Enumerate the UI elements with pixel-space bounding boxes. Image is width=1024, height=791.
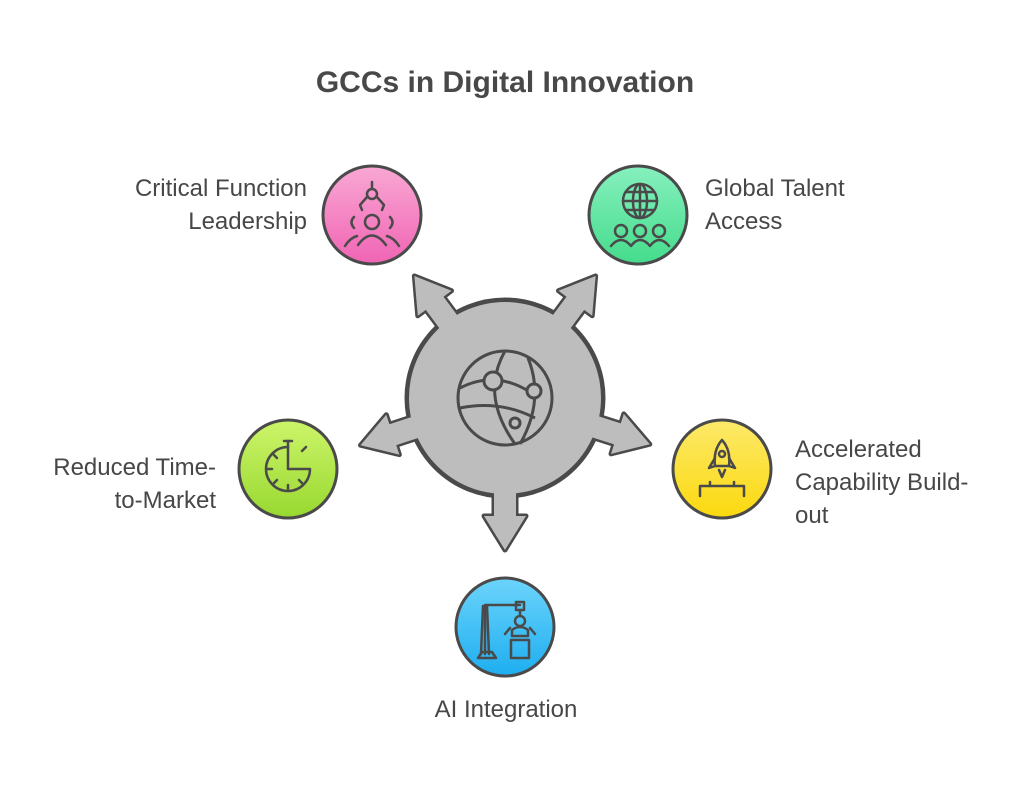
- label-line: Reduced Time-: [53, 454, 216, 481]
- hub-circle: [409, 302, 601, 494]
- diagram-title: GCCs in Digital Innovation: [315, 66, 695, 99]
- label-line: Access: [705, 208, 783, 235]
- rocket-launch-icon: [698, 438, 746, 498]
- node-accelerated-capability: [671, 418, 773, 520]
- label-line: Leadership: [188, 208, 307, 235]
- network-globe-icon: [456, 349, 554, 447]
- label-line: Capability Build-: [795, 469, 969, 496]
- robotic-leadership-icon: [343, 180, 401, 248]
- hub-with-arrows: [353, 263, 657, 550]
- label-line: Critical Function: [134, 175, 307, 202]
- node-global-talent: [587, 164, 689, 266]
- stopwatch-icon: [264, 439, 312, 493]
- label-line: out: [795, 502, 829, 529]
- label-global-talent: Global Talent Access: [705, 172, 845, 238]
- label-critical-function: Critical Function Leadership: [135, 172, 307, 238]
- label-line: Accelerated: [795, 436, 922, 463]
- globe-people-icon: [609, 182, 671, 248]
- robot-arm-icon: [476, 600, 537, 660]
- label-line: to-Market: [114, 487, 216, 514]
- label-reduced-time: Reduced Time- to-Market: [53, 451, 216, 517]
- label-ai-integration: AI Integration: [0, 693, 1012, 726]
- label-accelerated-capability: Accelerated Capability Build- out: [795, 433, 968, 532]
- label-line: Global Talent: [705, 175, 845, 202]
- label-line: AI Integration: [434, 696, 578, 723]
- node-ai-integration: [454, 576, 556, 678]
